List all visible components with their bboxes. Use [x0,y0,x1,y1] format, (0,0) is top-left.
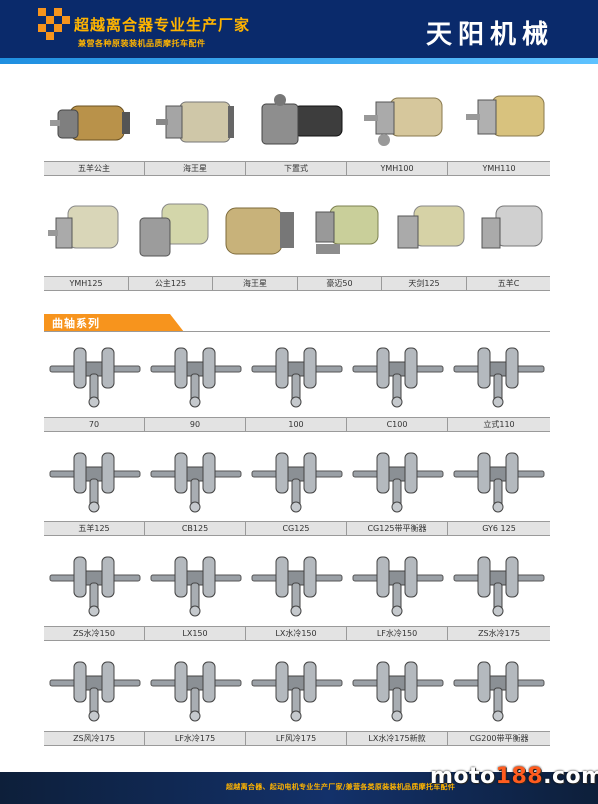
starter-motor-image [397,205,465,249]
product-label: 70 [44,418,145,431]
crankshaft-image [453,452,545,513]
crankshaft-image [49,452,141,513]
product-label: 海王星 [145,162,246,175]
product-label: 公主125 [129,277,213,290]
product-label: LX水冷175新款 [347,732,448,745]
product-label: YMH100 [347,162,448,175]
product-label: CG200带平衡器 [469,734,529,743]
crankshaft-image [150,452,242,513]
crankshaft-image [150,347,242,408]
starter-motor-image [139,203,209,257]
section-title: 曲轴系列 [52,317,100,330]
footer-text: 超越离合器、起动电机专业生产厂家/兼营各类原装装机品质摩托车配件 [226,783,456,791]
crankshaft-section-tab: 曲轴系列 [44,314,184,332]
crankshaft-image [352,556,444,617]
crankshaft-image [49,347,141,408]
product-label: 五羊125 [44,522,145,535]
company-title: 超越离合器专业生产厂家 [74,16,251,34]
crankshaft-image [251,556,343,617]
product-label: 90 [145,418,246,431]
watermark-post: .com [543,764,598,789]
crankshaft-image [453,556,545,617]
product-label: CG125带平衡器 [347,522,448,535]
page-footer: 超越离合器、起动电机专业生产厂家/兼营各类原装装机品质摩托车配件 [0,772,598,804]
product-label: LF水冷175 [145,732,246,745]
starter-motor-image [315,205,379,254]
product-label: 海王星 [213,277,298,290]
product-label: 100 [246,418,347,431]
crankshaft-image [150,556,242,617]
product-label: ZS水冷150 [44,627,145,640]
product-label: C100 [347,418,448,431]
crankshaft-image [49,556,141,617]
product-label: GY6 125 [482,524,516,533]
crankshaft-image [49,661,141,722]
product-label: 五羊公主 [44,162,145,175]
product-label: 天剑125 [382,277,467,290]
product-label: 豪迈50 [298,277,382,290]
starter-motor-image [261,94,343,145]
crankshaft-image [453,661,545,722]
watermark-pre: moto [430,764,496,789]
crankshaft-image [251,661,343,722]
starter-motor-image [50,105,130,141]
company-logo [38,8,70,40]
starter-motor-image [156,101,234,143]
brand-name: 天阳机械 [425,20,554,50]
product-label: YMH125 [44,277,129,290]
page-header: 超越离合器专业生产厂家 兼营各种原装装机品质摩托车配件 天阳机械 [0,0,598,64]
starter-motor-image [466,95,545,137]
crankshaft-image [352,452,444,513]
watermark-num: 188 [495,764,544,789]
crankshaft-image [150,661,242,722]
crankshaft-image [453,347,545,408]
site-watermark: moto188.com [430,764,598,789]
product-label: LX150 [145,627,246,640]
starter-row-1-band: 五羊公主 海王星 下置式 YMH100 YMH110 [44,161,550,176]
product-label: YMH110 [482,164,516,173]
crankshaft-image [352,661,444,722]
section-divider [44,331,550,332]
product-label: LF水冷150 [347,627,448,640]
product-label: 下置式 [246,162,347,175]
crankshaft-image [251,347,343,408]
crankshaft-image [251,452,343,513]
product-label: 五羊C [497,279,520,288]
starter-motor-image [225,207,294,255]
crankshaft-image [352,347,444,408]
product-label: ZS风冷175 [44,732,145,745]
header-stripe [0,58,598,64]
starter-motor-image [481,205,543,249]
starter-row-2-band: YMH125 公主125 海王星 豪迈50 天剑125 五羊C [44,276,550,291]
product-label: ZS水冷175 [478,629,520,638]
starter-motor-image [364,97,443,146]
company-subtitle: 兼营各种原装装机品质摩托车配件 [78,39,206,48]
product-label: 立式110 [483,420,515,429]
product-label: CG125 [246,522,347,535]
product-label: CB125 [145,522,246,535]
product-label: LX水冷150 [246,627,347,640]
product-label: LF风冷175 [246,732,347,745]
starter-motor-image [48,205,119,249]
